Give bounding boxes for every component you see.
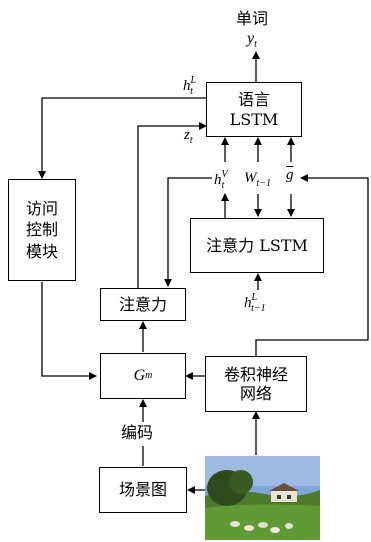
arrow-hv-to-attention [164, 177, 212, 287]
language-lstm-line1: 语言 [237, 90, 270, 110]
h-t-V-label: hVt [214, 169, 228, 191]
access-control-line1: 访问 [25, 198, 58, 218]
language-lstm-line2: LSTM [229, 109, 279, 129]
g-bar-label: g [286, 167, 294, 183]
cnn-line1: 卷积神经 [223, 364, 288, 384]
scene-photo [205, 456, 320, 540]
arrow-attention-to-lang [137, 122, 207, 288]
gm-sub: m [145, 370, 153, 381]
gm-symbol: G [133, 367, 146, 385]
y-base: y [247, 30, 255, 47]
access-control-line3: 模块 [25, 241, 58, 261]
cnn-line2: 网络 [239, 384, 272, 403]
arrow-access-to-gm [41, 282, 97, 380]
h-t-minus-1-L-label: hLt−1 [244, 292, 266, 314]
y-sub: t [254, 39, 257, 50]
attention-lstm-box: 注意力 LSTM [190, 218, 324, 273]
scene-graph-box: 场景图 [99, 467, 187, 513]
language-lstm-box: 语言 LSTM [206, 82, 302, 137]
z-t-label: zt [184, 127, 193, 146]
arrow-cnn-to-g [255, 174, 369, 356]
arrow-hl-to-access [38, 97, 206, 179]
attention-box: 注意力 [100, 288, 186, 321]
encode-label: 编码 [121, 423, 154, 442]
cnn-box: 卷积神经 网络 [205, 356, 307, 412]
access-control-box: 访问 控制 模块 [8, 179, 76, 281]
access-control-line2: 控制 [25, 220, 58, 240]
output-y-symbol: yt [247, 31, 257, 50]
output-word-label: 单词 [236, 9, 269, 28]
w-t-minus-1-label: Wt−1 [244, 170, 272, 189]
h-t-L-label: hLt [183, 75, 197, 97]
